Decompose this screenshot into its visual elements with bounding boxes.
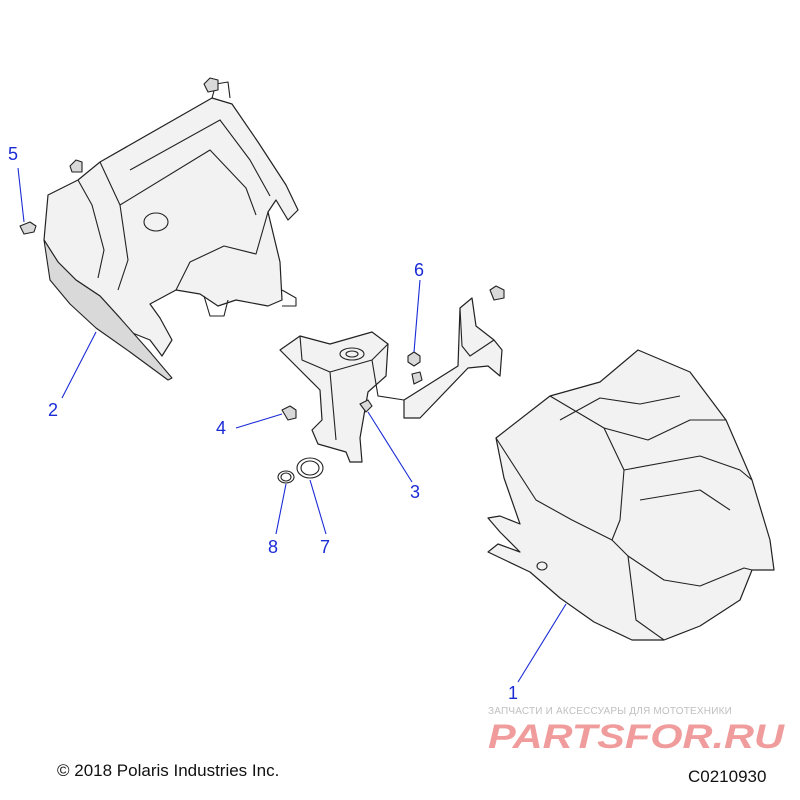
callout-3: 3 [410,482,420,502]
part-3-bracket [279,297,503,463]
watermark-logo-text: PARTSFOR.RU [488,718,786,754]
drawing-number: C0210930 [688,767,767,786]
part-2-upper-shroud [43,81,299,381]
part-4-clip-nut [281,405,297,421]
part-5-screw [19,221,37,235]
copyright-notice: © 2018 Polaris Industries Inc. [57,761,280,780]
part-3-screw [359,399,373,413]
part-2-clips [69,77,219,173]
callout-2: 2 [48,400,58,420]
part-1-lower-housing [487,349,775,641]
callout-6: 6 [414,260,424,280]
callout-7: 7 [320,537,330,557]
callout-labels: 1 2 3 4 5 6 7 8 [8,144,518,703]
callout-1: 1 [508,683,518,703]
part-6-nut [407,351,423,385]
bracket-clip [489,285,505,301]
callout-8: 8 [268,537,278,557]
callout-5: 5 [8,144,18,164]
callout-leaders [17,167,567,683]
part-8-ring [277,470,295,484]
watermark-logo: PARTSFOR.RU [488,718,786,754]
watermark-tagline: ЗАПЧАСТИ И АКСЕССУАРЫ ДЛЯ МОТОТЕХНИКИ [488,706,733,717]
part-7-ring [296,457,324,479]
callout-4: 4 [216,418,226,438]
